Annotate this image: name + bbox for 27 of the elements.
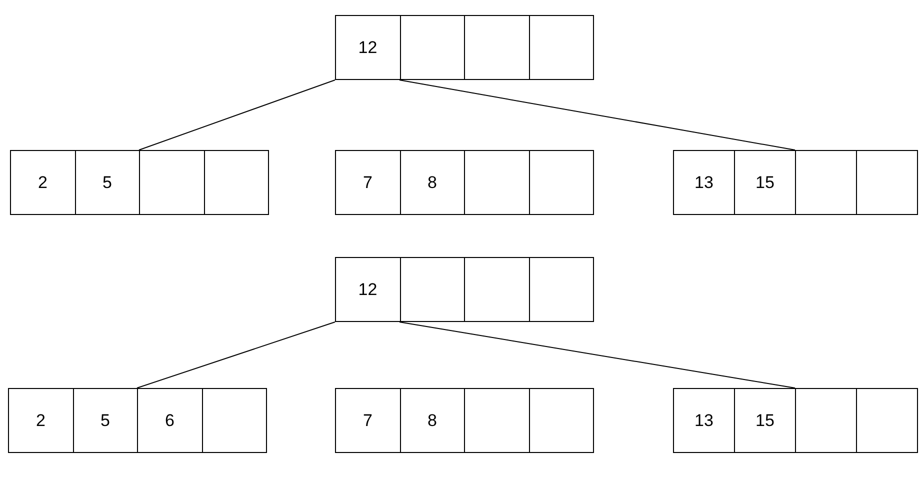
btree-node: [335, 388, 594, 453]
key-cell: 15: [734, 389, 795, 452]
key-cell: 5: [72, 389, 137, 452]
key-cell-text: 12: [357, 278, 378, 300]
btree-node: [673, 150, 918, 215]
key-cell: 8: [400, 151, 464, 214]
key-cell-text: 12: [357, 36, 378, 58]
connector-line: [138, 80, 336, 150]
btree-node: [335, 150, 594, 215]
key-cell-text: 2: [35, 410, 46, 432]
key-cell: 6: [137, 389, 202, 452]
btree-node: [10, 150, 269, 215]
btree-node: [8, 388, 267, 453]
key-cell: 5: [74, 151, 139, 214]
connector-line: [136, 322, 336, 388]
key-cell: 8: [400, 389, 464, 452]
btree-node: [673, 388, 918, 453]
key-cell-text: 13: [694, 172, 714, 194]
key-cell-text: 7: [362, 410, 374, 432]
key-cell-text: 2: [37, 172, 48, 194]
key-cell: 15: [734, 151, 795, 214]
key-cell-text: 13: [694, 410, 714, 432]
connector-line: [399, 80, 796, 150]
btree-node: [335, 15, 594, 80]
key-cell-text: 7: [362, 172, 374, 194]
btree-node: [335, 257, 594, 322]
connector-line: [399, 322, 796, 388]
